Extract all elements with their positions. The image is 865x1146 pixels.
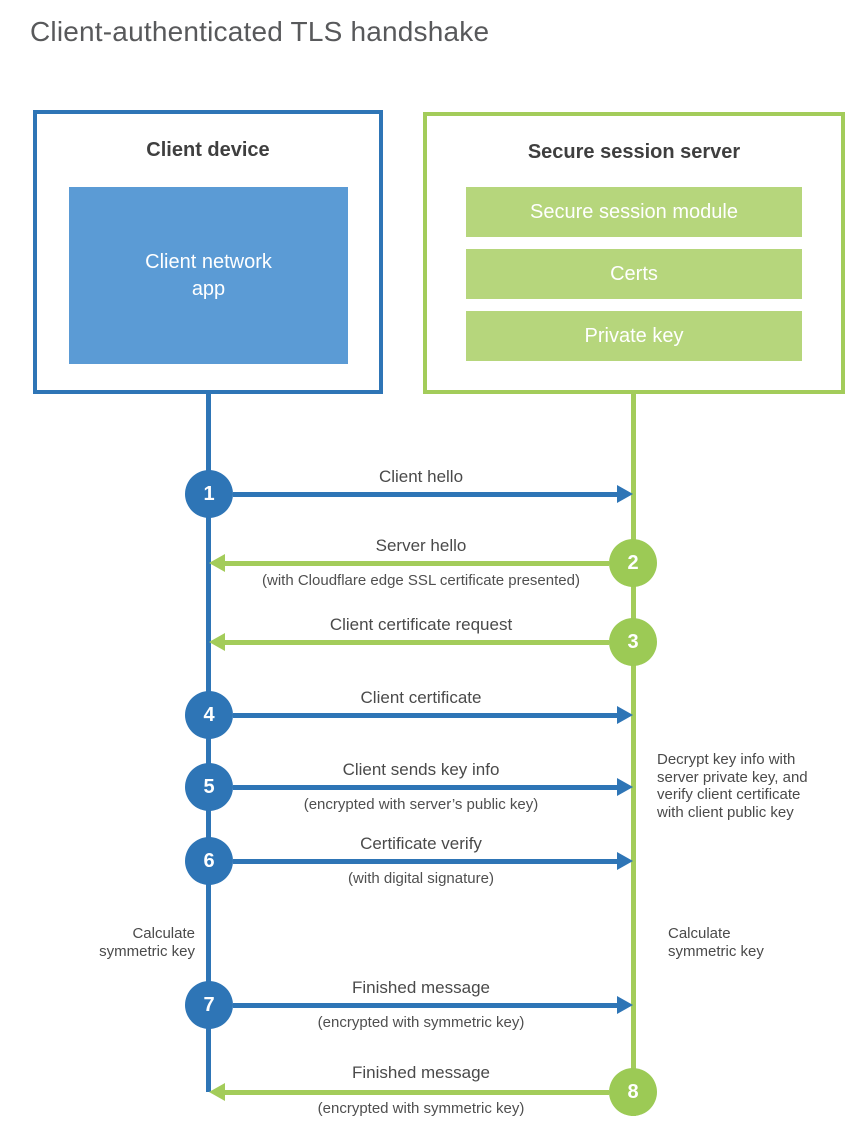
step-5-circle: 5 <box>185 763 233 811</box>
step-2-label: Server hello <box>375 536 467 555</box>
step-7-label: Finished message <box>352 978 490 997</box>
step-2-sublabel: (with Cloudflare edge SSL certificate pr… <box>262 572 580 589</box>
step-5-label: Client sends key info <box>342 760 500 779</box>
server-module-private-key: Private key <box>466 311 802 361</box>
step-6-arrow-shaft <box>233 859 617 864</box>
decrypt-key-note: Decrypt key info with server private key… <box>657 751 808 821</box>
step-5-sublabel: (encrypted with server’s public key) <box>303 796 539 813</box>
step-4-arrowhead-icon <box>617 706 633 724</box>
step-6-sublabel: (with digital signature) <box>348 870 494 887</box>
server-lifeline <box>631 394 636 1116</box>
step-7-arrowhead-icon <box>617 996 633 1014</box>
step-2-arrowhead-icon <box>209 554 225 572</box>
secure-session-server-title: Secure session server <box>527 141 741 163</box>
step-2-arrow-shaft <box>225 561 609 566</box>
client-device-title: Client device <box>146 139 270 161</box>
step-7-arrow-shaft <box>233 1003 617 1008</box>
step-4-label: Client certificate <box>360 688 482 707</box>
client-calculate-symmetric-key-note: Calculate symmetric key <box>99 925 195 960</box>
step-8-circle: 8 <box>609 1068 657 1116</box>
step-6-arrowhead-icon <box>617 852 633 870</box>
client-network-app-box: Client network app <box>69 187 348 364</box>
step-7-circle: 7 <box>185 981 233 1029</box>
step-3-arrow-shaft <box>225 640 609 645</box>
step-3-label: Client certificate request <box>329 615 513 634</box>
step-1-label: Client hello <box>378 467 464 486</box>
client-lifeline <box>206 394 211 1092</box>
step-5-arrowhead-icon <box>617 778 633 796</box>
step-8-arrow-shaft <box>225 1090 609 1095</box>
step-6-circle: 6 <box>185 837 233 885</box>
step-1-circle: 1 <box>185 470 233 518</box>
page-title: Client-authenticated TLS handshake <box>30 16 490 47</box>
step-1-arrow-shaft <box>233 492 617 497</box>
step-1-arrowhead-icon <box>617 485 633 503</box>
step-2-circle: 2 <box>609 539 657 587</box>
server-module-certs: Certs <box>466 249 802 299</box>
step-4-circle: 4 <box>185 691 233 739</box>
server-module-secure-session: Secure session module <box>466 187 802 237</box>
step-3-arrowhead-icon <box>209 633 225 651</box>
step-8-label: Finished message <box>352 1063 490 1082</box>
step-6-label: Certificate verify <box>360 834 482 853</box>
step-5-arrow-shaft <box>233 785 617 790</box>
step-8-sublabel: (encrypted with symmetric key) <box>317 1100 525 1117</box>
step-4-arrow-shaft <box>233 713 617 718</box>
step-3-circle: 3 <box>609 618 657 666</box>
server-calculate-symmetric-key-note: Calculate symmetric key <box>668 925 764 960</box>
step-7-sublabel: (encrypted with symmetric key) <box>317 1014 525 1031</box>
step-8-arrowhead-icon <box>209 1083 225 1101</box>
